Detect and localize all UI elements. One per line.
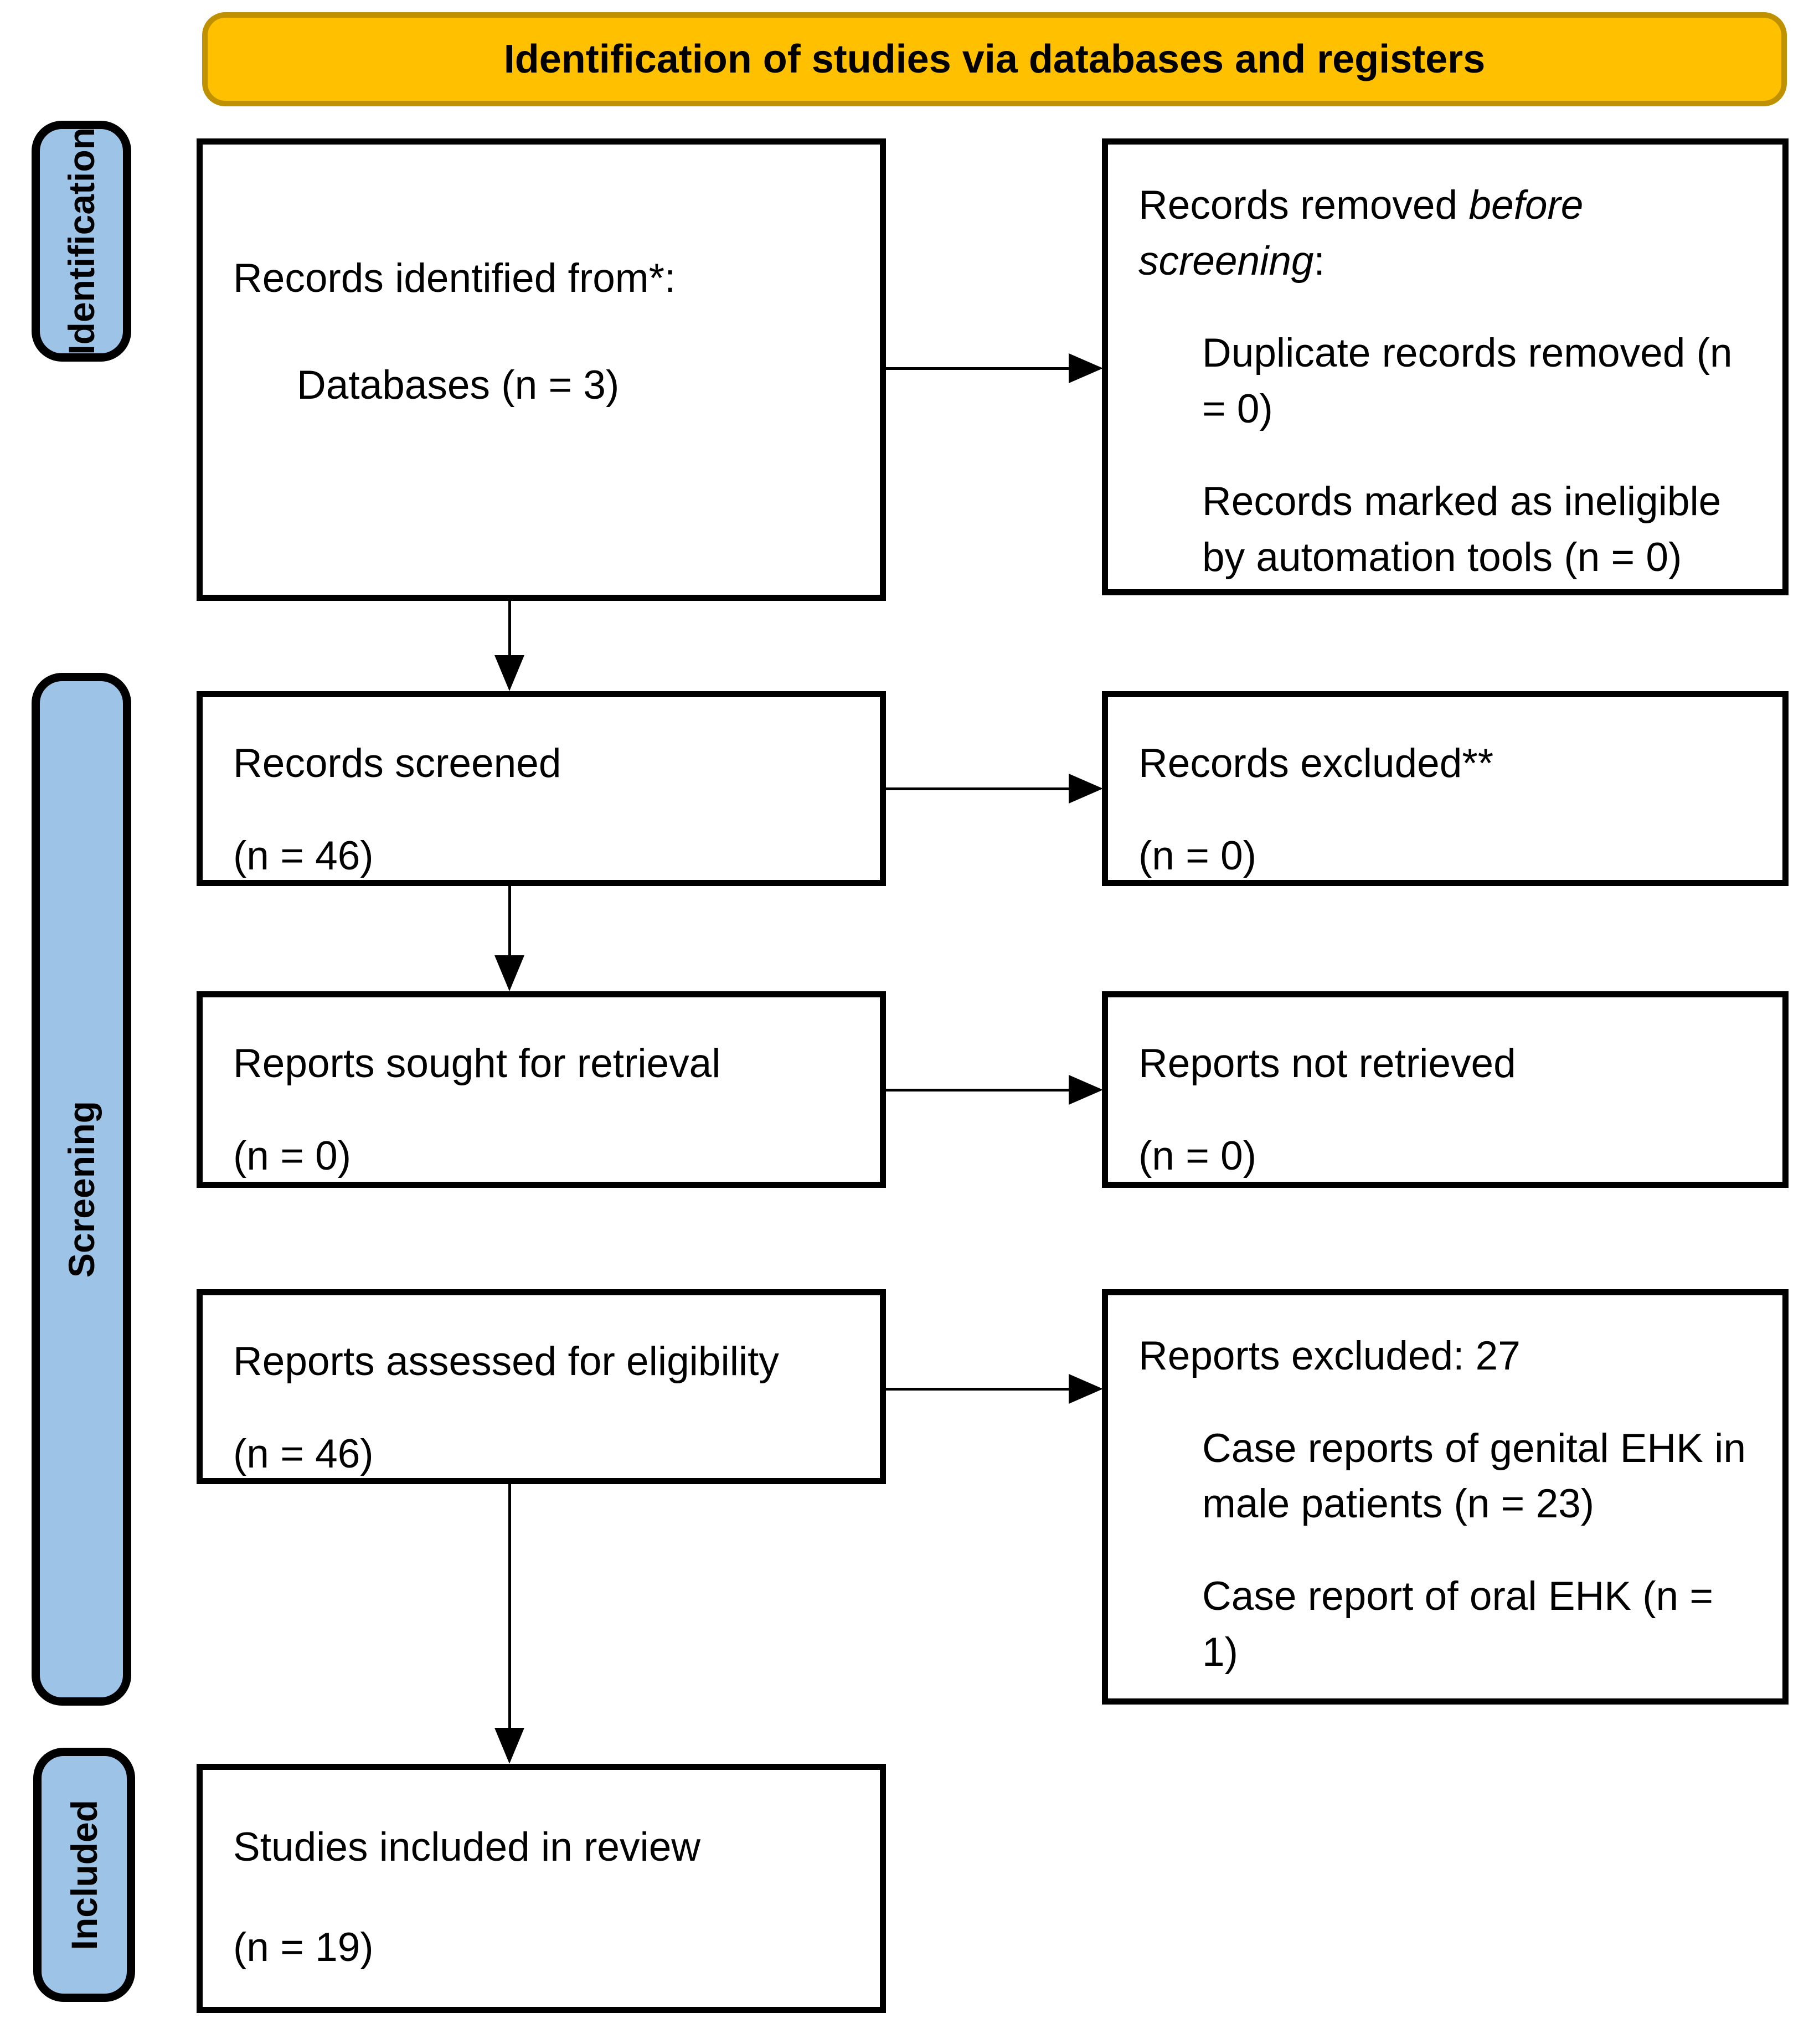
box-title: Reports assessed for eligibility xyxy=(233,1339,779,1384)
box-records-removed: Records removed before screening: Duplic… xyxy=(1102,138,1789,595)
arrow-sought-to-notretrieved-line xyxy=(886,1089,1070,1091)
stage-label-identification-text: Identification xyxy=(61,127,102,355)
box-records-screened: Records screened (n = 46) xyxy=(197,691,886,886)
arrow-screened-to-excluded-line xyxy=(886,787,1070,790)
box-studies-included: Studies included in review (n = 19) xyxy=(197,1764,886,2013)
stage-label-identification: Identification xyxy=(32,121,131,362)
stage-label-included: Included xyxy=(33,1748,135,2002)
box-item: Duplicate records removed (n = 0) xyxy=(1202,331,1733,432)
stage-label-included-text: Included xyxy=(64,1799,105,1950)
box-title: Records removed before screening: xyxy=(1138,183,1584,284)
box-title: Studies included in review xyxy=(233,1825,701,1870)
arrow-screened-to-sought-head-icon xyxy=(494,955,524,991)
box-records-identified: Records identified from*: Databases (n =… xyxy=(197,138,886,601)
arrow-screened-to-excluded-head-icon xyxy=(1069,774,1103,804)
box-count: (n = 46) xyxy=(233,1431,374,1476)
box-title: Reports excluded: 27 xyxy=(1138,1334,1521,1378)
stage-label-screening-text: Screening xyxy=(61,1100,102,1278)
box-count: (n = 0) xyxy=(1138,1133,1257,1178)
header-title: Identification of studies via databases … xyxy=(503,37,1486,81)
arrow-identified-to-screened-head-icon xyxy=(494,655,524,691)
box-reports-excluded: Reports excluded: 27 Case reports of gen… xyxy=(1102,1289,1789,1705)
box-title: Records identified from*: xyxy=(233,256,676,301)
box-title: Records screened xyxy=(233,741,561,786)
box-title-italic: before screening xyxy=(1138,183,1584,284)
box-reports-sought: Reports sought for retrieval (n = 0) xyxy=(197,991,886,1188)
stage-label-screening: Screening xyxy=(32,673,131,1706)
box-item: Case report of oral EHK (n = 1) xyxy=(1202,1574,1714,1675)
arrow-screened-to-sought-line xyxy=(508,886,511,957)
box-title: Reports sought for retrieval xyxy=(233,1041,721,1086)
box-records-excluded: Records excluded** (n = 0) xyxy=(1102,691,1789,886)
box-item: Case reports of genital EHK in male pati… xyxy=(1202,1425,1746,1527)
arrow-assessed-to-excluded-head-icon xyxy=(1069,1374,1103,1404)
box-item: Records marked as ineligible by automati… xyxy=(1202,478,1722,580)
box-count: (n = 0) xyxy=(233,1133,352,1178)
arrow-assessed-to-excluded-line xyxy=(886,1388,1070,1391)
arrow-assessed-to-included-line xyxy=(508,1484,511,1729)
box-count: (n = 0) xyxy=(1138,833,1257,878)
box-item: Databases (n = 3) xyxy=(297,362,620,408)
box-title: Records excluded** xyxy=(1138,741,1494,786)
arrow-identified-to-removed-head-icon xyxy=(1069,353,1103,383)
arrow-sought-to-notretrieved-head-icon xyxy=(1069,1075,1103,1105)
box-count: (n = 19) xyxy=(233,1924,374,1970)
arrow-identified-to-screened-line xyxy=(508,601,511,657)
box-title: Reports not retrieved xyxy=(1138,1041,1516,1086)
arrow-identified-to-removed-line xyxy=(886,367,1070,370)
box-reports-not-retrieved: Reports not retrieved (n = 0) xyxy=(1102,991,1789,1188)
box-count: (n = 46) xyxy=(233,833,374,878)
arrow-assessed-to-included-head-icon xyxy=(494,1728,524,1764)
header-banner: Identification of studies via databases … xyxy=(202,12,1787,106)
box-reports-assessed: Reports assessed for eligibility (n = 46… xyxy=(197,1289,886,1484)
